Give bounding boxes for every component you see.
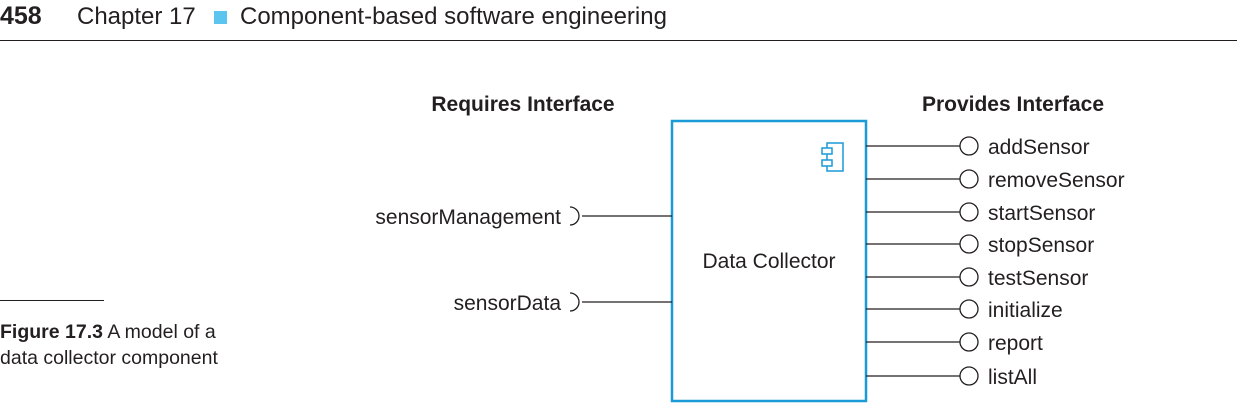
lollipop-icon [959, 267, 979, 287]
lollipop-icon [959, 299, 979, 319]
provided-interface: listAll [866, 366, 1037, 389]
provided-interface-label: report [988, 332, 1043, 355]
provided-interface-label: listAll [988, 366, 1037, 389]
required-interface-label: sensorManagement [375, 206, 561, 229]
data-collector-component [670, 119, 868, 403]
caption-rule [0, 300, 104, 301]
provided-interface: initialize [866, 299, 1063, 322]
provided-interface: testSensor [866, 267, 1088, 290]
required-interface-label: sensorData [454, 292, 562, 315]
page-number: 458 [0, 2, 42, 30]
provided-interface-label: testSensor [988, 267, 1088, 290]
provided-interface-label: stopSensor [988, 234, 1094, 257]
requires-interface-heading: Requires Interface [431, 93, 614, 116]
figure-caption-text: A model of a data collector component [0, 321, 218, 369]
figure-label: Figure 17.3 [0, 321, 103, 343]
socket-icon [569, 292, 580, 312]
provided-interface-label: startSensor [988, 202, 1095, 225]
chapter-title: Component-based software engineering [240, 3, 667, 30]
required-interface: sensorData [454, 292, 672, 315]
provided-interface-label: initialize [988, 299, 1063, 322]
provided-interface: startSensor [866, 202, 1095, 225]
lollipop-icon [959, 366, 979, 386]
lollipop-icon [959, 332, 979, 352]
provides-interfaces: addSensor removeSensor startSensor stopSens… [866, 136, 1125, 389]
provided-interface: addSensor [866, 136, 1090, 159]
running-header: 458 Chapter 17 Component-based software … [0, 0, 1237, 41]
component-name: Data Collector [702, 250, 835, 273]
provided-interface-label: addSensor [988, 136, 1090, 159]
requires-interfaces: sensorManagement sensorData [375, 206, 672, 315]
provides-interface-heading: Provides Interface [922, 93, 1104, 116]
lollipop-icon [959, 202, 979, 222]
socket-icon [569, 206, 580, 226]
provided-interface: report [866, 332, 1043, 355]
lollipop-icon [959, 234, 979, 254]
provided-interface: stopSensor [866, 234, 1094, 257]
provided-interface-label: removeSensor [988, 169, 1125, 192]
lollipop-icon [959, 136, 979, 156]
required-interface: sensorManagement [375, 206, 672, 229]
uml-component-icon [821, 142, 844, 172]
lollipop-icon [959, 169, 979, 189]
header-square-icon [214, 11, 227, 24]
figure-caption: Figure 17.3 A model of a data collector … [0, 319, 230, 371]
provided-interface: removeSensor [866, 169, 1125, 192]
chapter-label: Chapter 17 [77, 3, 196, 30]
